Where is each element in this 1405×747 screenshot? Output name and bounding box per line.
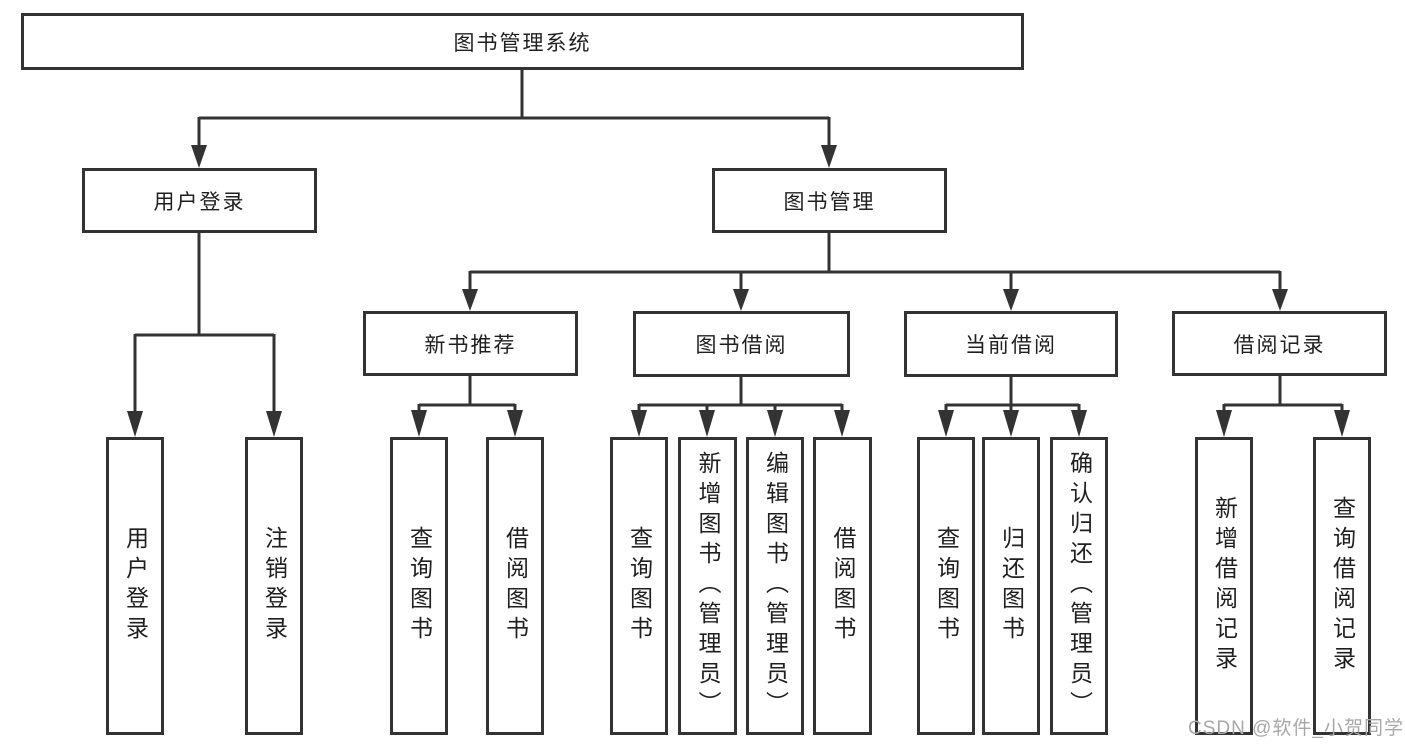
node-bb-borrow-book-label: 借阅图书 — [830, 526, 856, 646]
node-cb-query-book: 查询图书 — [917, 437, 975, 735]
node-root-label: 图书管理系统 — [453, 31, 592, 55]
node-user-login: 用户登录 — [82, 168, 317, 233]
node-book-borrow-label: 图书借阅 — [695, 334, 788, 357]
node-br-add-record-label: 新增借阅记录 — [1211, 496, 1238, 676]
node-cb-query-book-label: 查询图书 — [933, 526, 960, 646]
node-user-login-label: 用户登录 — [153, 190, 246, 214]
node-cb-confirm-return: 确认归还（管理员） — [1050, 437, 1108, 735]
node-current-borrow: 当前借阅 — [904, 311, 1118, 377]
node-borrow-record: 借阅记录 — [1172, 311, 1387, 376]
node-leaf-user-login-label: 用户登录 — [122, 526, 149, 646]
node-leaf-logout: 注销登录 — [245, 437, 303, 735]
node-br-query-record: 查询借阅记录 — [1313, 437, 1371, 735]
node-bb-add-book: 新增图书（管理员） — [678, 437, 737, 735]
node-book-management-label: 图书管理 — [783, 190, 876, 214]
node-bb-edit-book-label: 编辑图书（管理员） — [762, 451, 789, 721]
node-leaf-user-login: 用户登录 — [106, 437, 164, 735]
node-new-book-recommend: 新书推荐 — [363, 311, 578, 376]
node-cb-return-book-label: 归还图书 — [998, 526, 1025, 646]
csdn-watermark: CSDN @软件_小贺同学 — [1188, 718, 1404, 739]
node-leaf-logout-label: 注销登录 — [261, 526, 288, 646]
node-nb-query-book: 查询图书 — [390, 437, 448, 735]
node-current-borrow-label: 当前借阅 — [965, 334, 1057, 357]
node-bb-borrow-book: 借阅图书 — [813, 437, 872, 735]
node-nb-borrow-book-label: 借阅图书 — [502, 526, 529, 646]
node-cb-return-book: 归还图书 — [982, 437, 1040, 735]
node-bb-add-book-label: 新增图书（管理员） — [695, 451, 721, 721]
node-bb-query-book-label: 查询图书 — [626, 526, 653, 646]
node-bb-edit-book: 编辑图书（管理员） — [746, 437, 804, 735]
node-borrow-record-label: 借阅记录 — [1233, 333, 1326, 357]
node-bb-query-book: 查询图书 — [610, 437, 668, 735]
node-book-borrow: 图书借阅 — [633, 311, 850, 377]
node-root: 图书管理系统 — [21, 13, 1024, 70]
node-br-add-record: 新增借阅记录 — [1195, 437, 1253, 735]
node-nb-borrow-book: 借阅图书 — [486, 437, 544, 735]
node-new-book-recommend-label: 新书推荐 — [424, 333, 517, 357]
node-book-management: 图书管理 — [712, 168, 947, 233]
node-nb-query-book-label: 查询图书 — [406, 526, 433, 646]
node-cb-confirm-return-label: 确认归还（管理员） — [1066, 451, 1093, 721]
node-br-query-record-label: 查询借阅记录 — [1329, 496, 1356, 676]
